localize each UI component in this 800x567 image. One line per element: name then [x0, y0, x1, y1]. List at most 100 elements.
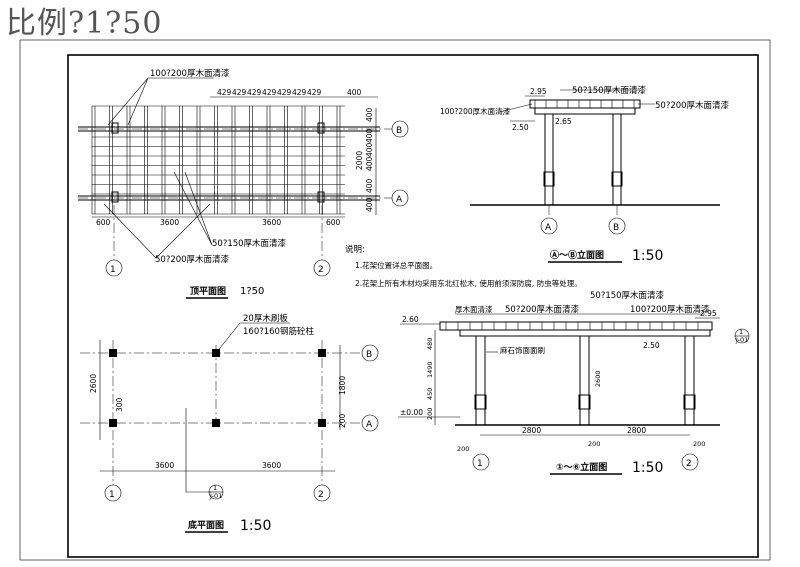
e16-section-mark: 1	[739, 328, 743, 336]
base-section-leader	[185, 408, 212, 493]
base-plan-scale: 1:50	[240, 518, 271, 534]
e16-column-1	[475, 335, 486, 426]
roof-right-dim-6: 400	[365, 197, 374, 212]
roof-top-dim-6: 429	[307, 88, 322, 97]
base-axis-2-bubble	[313, 484, 331, 502]
roof-leader-mid-2	[184, 171, 213, 246]
ab-top-beam	[529, 99, 641, 109]
ab-note-top: 50?150厚木面清漆	[572, 85, 647, 96]
roof-leader-bot-2	[155, 203, 211, 259]
e16-column-mid	[579, 335, 590, 426]
base-left-dim-0: 2600	[89, 374, 98, 393]
roof-bottom-dim-0: 600	[96, 218, 111, 227]
roof-right-dim-3: 400	[365, 156, 374, 171]
roof-axis-2-bubble	[313, 259, 331, 277]
e16-left-dim-0: 480	[426, 338, 434, 350]
roof-top-dim-3: 429	[262, 88, 277, 97]
e16-level-left: 2.60	[402, 315, 419, 324]
notes-block: 说明: 1.花架位置详总平面图。 2.花架上所有木材均采用东北红松木, 使用前须…	[345, 244, 582, 288]
base-col-1b	[109, 349, 117, 357]
e16-inner-dim: 2600	[594, 370, 602, 387]
e16-small-dim-1: 200	[588, 440, 600, 448]
roof-right-dim-4: 2000	[355, 151, 364, 170]
roof-axis-2-label: 2	[318, 265, 324, 275]
e16-left-dim-3: 200	[426, 408, 434, 420]
base-section-sub: J-01	[209, 492, 222, 500]
roof-top-dim-0: 429	[217, 88, 232, 97]
ab-note-left-leader	[499, 103, 533, 113]
base-axis-a-label: A	[366, 420, 373, 430]
roof-axis-a-label: A	[396, 195, 403, 205]
roof-note-bottom: 50?200厚木面清漆	[155, 254, 230, 265]
base-col-2b	[318, 349, 326, 357]
roof-bottom-dim-3: 600	[326, 218, 341, 227]
ab-column-a-band	[543, 171, 555, 187]
roof-note-mid: 50?150厚木面清漆	[212, 238, 287, 249]
e16-note-5: 麻石饰面面刷	[500, 345, 545, 355]
e16-elevation-title: ①～⑥立面图	[556, 461, 607, 473]
roof-right-dim-0: 400	[365, 107, 374, 122]
roof-axis-a-bubble	[391, 189, 409, 207]
base-note-1: 20厚木刷板	[243, 313, 288, 324]
e16-section-sub: J-01	[735, 336, 748, 344]
ab-level-top: 2.95	[530, 87, 547, 96]
roof-right-dim-5: 400	[365, 178, 374, 193]
sheet-inner-border	[67, 54, 759, 558]
sheet-scale-title: 比例?1?50	[6, 6, 163, 41]
ab-axis-b-label: B	[613, 223, 619, 233]
base-bottom-dim-1: 3600	[262, 461, 281, 470]
roof-axis-b-bubble	[391, 120, 409, 138]
base-axis-1-bubble	[104, 484, 122, 502]
notes-line-2: 2.花架上所有木材均采用东北红松木, 使用前须深防腐, 防虫等处理。	[355, 278, 582, 288]
base-axis-2-label: 2	[318, 490, 324, 500]
roof-bottom-dim-1: 3600	[160, 218, 179, 227]
e16-top-beam	[439, 321, 713, 331]
ab-axis-a-label: A	[545, 223, 552, 233]
ab-note-left: 100?200厚木面清漆	[440, 106, 511, 116]
roof-axis-b-label: B	[396, 126, 402, 136]
roof-leader-top-2	[107, 77, 149, 126]
base-note-2: 160?160钢筋砼柱	[243, 326, 314, 337]
e16-axis-2-bubble	[681, 453, 699, 471]
base-axis-b-bubble	[361, 344, 379, 362]
ab-column-a	[544, 113, 554, 206]
roof-note-top: 100?200厚木面清漆	[150, 68, 230, 79]
ab-level-mid: 2.65	[555, 117, 572, 126]
elevation-1-6: 2.60 2.95 2.50 ±0.00 厚木面清漆 50?200厚木面清漆 5…	[398, 290, 750, 476]
e16-axis-2-label: 2	[686, 459, 692, 469]
base-col-mid-a	[212, 419, 220, 427]
roof-leader-mid	[173, 171, 213, 246]
e16-note-3: 50?150厚木面清漆	[590, 290, 665, 301]
e16-note-4: 100?200厚木面清漆	[630, 304, 710, 315]
e16-note-2: 50?200厚木面清漆	[505, 304, 580, 315]
e16-bottom-dim-1: 2800	[627, 426, 646, 435]
ab-lower-beam	[534, 107, 636, 115]
base-plan-title: 底平面图	[188, 519, 224, 531]
e16-column-2-band	[683, 394, 696, 410]
roof-top-dim-5: 429	[292, 88, 307, 97]
notes-heading: 说明:	[345, 244, 365, 255]
roof-axis-1-label: 1	[110, 265, 116, 275]
base-col-1a	[109, 419, 117, 427]
base-bottom-dim-0: 3600	[155, 461, 174, 470]
roof-plan: 429 429 429 429 429 429 429 400 400 400 …	[78, 68, 409, 299]
roof-bottom-dim-2: 3600	[262, 218, 281, 227]
base-axis-a-bubble	[361, 414, 379, 432]
roof-right-dim-2: 400	[365, 142, 374, 157]
roof-plan-title: 顶平面图	[190, 286, 226, 297]
e16-small-dim-2: 200	[693, 440, 705, 448]
roof-top-dim-1: 429	[232, 88, 247, 97]
ab-column-b	[612, 113, 622, 206]
roof-col-1b	[111, 122, 119, 134]
roof-axis-1-bubble	[105, 259, 123, 277]
e16-left-dim-1: 1490	[426, 361, 434, 378]
roof-col-2b	[317, 122, 325, 134]
e16-level-right: 2.95	[700, 309, 717, 318]
ab-rafters	[534, 100, 635, 108]
ab-elevation-title: Ⓐ～Ⓑ立面图	[550, 249, 604, 261]
roof-leader-bot	[103, 203, 157, 259]
base-axis-b-label: B	[366, 350, 372, 360]
e16-elevation-scale: 1:50	[632, 460, 663, 476]
roof-col-1a	[111, 191, 119, 203]
